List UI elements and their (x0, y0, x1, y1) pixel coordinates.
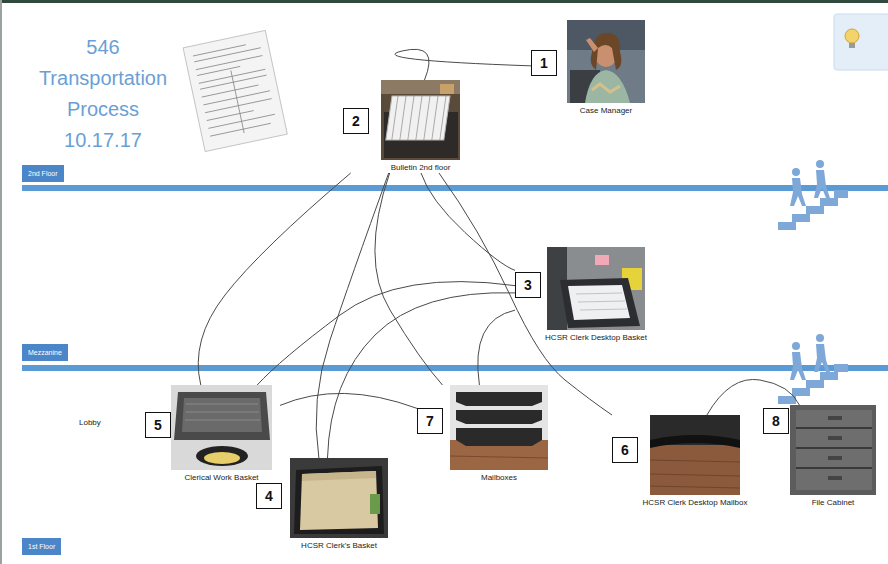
callout-number: 5 (145, 412, 171, 438)
callout-number: 7 (417, 408, 443, 434)
stairs-icon (778, 334, 848, 404)
callout-number: 8 (763, 408, 789, 434)
step-caption: HCSR Clerk's Basket (282, 541, 396, 550)
floor-label: 1st Floor (22, 538, 61, 555)
top-border (0, 0, 888, 3)
process-step: 1Case Manager (531, 20, 653, 116)
process-step: 5Clerical Work Basket (145, 385, 280, 483)
connector-line (257, 282, 515, 385)
photo-desktop-basket (547, 247, 645, 330)
step-caption: Mailboxes (442, 473, 556, 482)
connector-line (395, 49, 531, 80)
floor-band (22, 365, 888, 371)
form-paper (183, 30, 287, 151)
step-caption: Bulletin 2nd floor (373, 163, 468, 172)
callout-number: 3 (515, 272, 541, 298)
process-step: 8File Cabinet (763, 405, 884, 508)
area-label: Lobby (78, 418, 102, 428)
photo-bulletin (381, 80, 460, 160)
photo-case-manager (567, 20, 645, 103)
photo-work-basket (171, 385, 272, 470)
callout-number: 2 (343, 108, 369, 134)
photo-file-cabinet (790, 405, 876, 495)
photo-desktop-mailbox (650, 415, 740, 495)
callout-number: 6 (612, 437, 638, 463)
left-border (0, 0, 2, 564)
process-step: 7Mailboxes (417, 385, 556, 483)
tooltip-icon (834, 14, 888, 70)
photo-clerks-basket (290, 458, 388, 538)
photo-mailboxes (450, 385, 548, 470)
connector-line (375, 173, 443, 385)
callout-number: 1 (531, 50, 557, 76)
stairs-icon (778, 160, 848, 230)
floor-label: Mezzanine (22, 344, 68, 361)
process-step: 6HCSR Clerk Desktop Mailbox (612, 415, 748, 508)
step-caption: Clerical Work Basket (163, 473, 280, 482)
diagram-title: 546 Transportation Process 10.17.17 (28, 32, 178, 156)
connector-line (280, 393, 417, 408)
step-caption: HCSR Clerk Desktop Basket (539, 333, 653, 342)
floor-band (22, 185, 888, 191)
connector-line (327, 293, 515, 458)
step-caption: File Cabinet (782, 498, 884, 507)
process-step: 4HCSR Clerk's Basket (256, 458, 396, 551)
process-step: 2Bulletin 2nd floor (343, 80, 468, 173)
process-step: 3HCSR Clerk Desktop Basket (515, 247, 653, 343)
connector-line (439, 173, 612, 415)
callout-number: 4 (256, 483, 282, 509)
step-caption: Case Manager (559, 106, 653, 115)
connector-line (421, 173, 515, 270)
floor-label: 2nd Floor (22, 165, 64, 182)
step-caption: HCSR Clerk Desktop Mailbox (642, 498, 748, 507)
connector-line (198, 173, 350, 385)
connector-line (478, 310, 515, 385)
